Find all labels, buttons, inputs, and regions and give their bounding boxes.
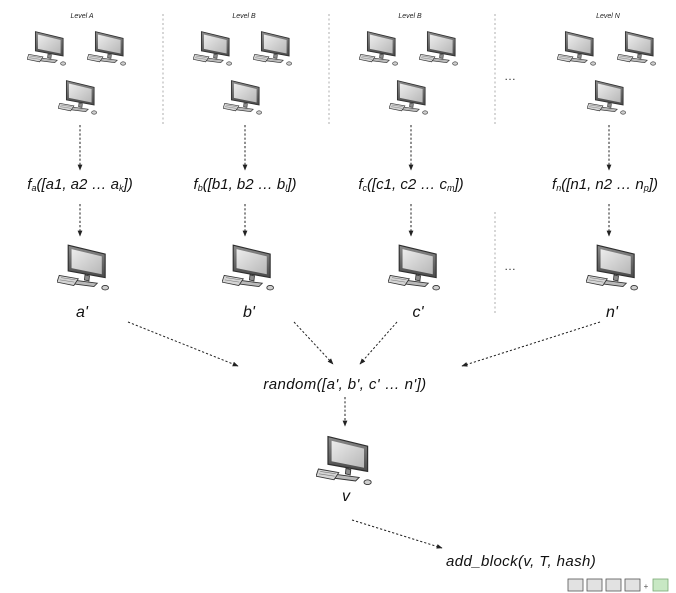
level-n-nodes: [557, 31, 657, 115]
output-labels: a' b' c' n': [76, 304, 619, 321]
blockchain: +: [567, 578, 669, 592]
ellipsis-lower: …: [504, 259, 516, 273]
arrow: [127, 321, 239, 367]
level-titles: Level A Level B Level B Level N: [70, 13, 620, 20]
arrow: [359, 321, 398, 365]
chain-block: [605, 578, 622, 592]
function-to-result-arrows: [77, 204, 612, 237]
level-title: Level N: [596, 13, 621, 20]
function-labels: fa([a1, a2 … ak]) fb([b1, b2 … bl]) fc([…: [27, 176, 658, 193]
level-title: Level A: [70, 13, 93, 20]
output-label: b': [243, 304, 256, 321]
level-title: Level B: [398, 13, 422, 20]
computer-icon: [617, 31, 657, 66]
computer-icon: [419, 31, 459, 66]
computer-icon: [586, 244, 639, 291]
ellipsis-upper: …: [504, 69, 516, 83]
function-label-b: fb([b1, b2 … bl]): [194, 176, 297, 193]
arrow: [293, 321, 334, 365]
arrow: [461, 321, 601, 367]
function-label-c: fc([c1, c2 … cm]): [358, 176, 463, 193]
computer-icon: [587, 80, 627, 115]
computer-icon: [193, 31, 233, 66]
level-b-nodes: [193, 31, 293, 115]
computer-icon: [253, 31, 293, 66]
computer-icon: [359, 31, 399, 66]
chain-block: [586, 578, 603, 592]
converging-arrows: [127, 321, 601, 367]
computer-icon: [557, 31, 597, 66]
level-dividers: [162, 14, 496, 315]
result-nodes: [57, 244, 639, 291]
computer-icon: [389, 80, 429, 115]
computer-icon: [223, 80, 263, 115]
computer-icon: [388, 244, 441, 291]
computer-icon: [222, 244, 275, 291]
arrow: [351, 519, 443, 549]
cluster-to-function-arrows: [77, 125, 612, 171]
new-block: [652, 578, 669, 592]
plus-sign: +: [644, 582, 649, 591]
selected-value-label: v: [342, 488, 351, 505]
function-label-a: fa([a1, a2 … ak]): [27, 176, 132, 193]
computer-icon: [87, 31, 127, 66]
chain-block: [624, 578, 641, 592]
level-title: Level B: [232, 13, 256, 20]
level-a-nodes: [27, 31, 127, 115]
output-label: c': [412, 304, 424, 321]
computer-icon: [58, 80, 98, 115]
level-c-nodes: [359, 31, 459, 115]
computer-icon: [27, 31, 67, 66]
function-label-n: fn([n1, n2 … np]): [552, 176, 658, 193]
random-selection-label: random([a', b', c' … n']): [263, 376, 426, 393]
add-block-label: add_block(v, T, hash): [446, 553, 596, 570]
output-label: a': [76, 304, 89, 321]
chain-block: [567, 578, 584, 592]
computer-icon: [316, 435, 372, 486]
computer-icon: [57, 244, 110, 291]
output-label: n': [606, 304, 619, 321]
